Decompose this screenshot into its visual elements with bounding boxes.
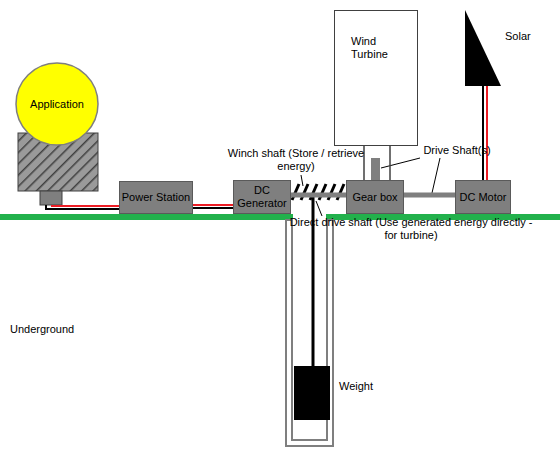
wire-black — [193, 207, 233, 209]
process-box: Power Station — [119, 181, 193, 214]
connector — [483, 86, 487, 180]
wire-black — [482, 86, 484, 180]
wind-turbine-box: Wind Turbine — [334, 10, 418, 146]
annotation-label: Drive Shaft(s) — [412, 144, 502, 157]
weight-outline — [294, 366, 378, 420]
node-label: Weight — [339, 380, 378, 393]
process-box: DC Generator — [233, 180, 291, 214]
wire-red — [486, 86, 488, 180]
process-box: Gear box — [346, 180, 404, 214]
node-label: Gear box — [352, 191, 397, 204]
well-outer — [286, 220, 333, 446]
node-label: DC Generator — [234, 184, 290, 210]
drive-shaft — [291, 193, 346, 198]
node-label: Application — [30, 98, 84, 111]
wire-red — [52, 205, 119, 206]
process-box: DC Motor — [455, 180, 511, 214]
solar-outline — [463, 8, 545, 86]
connector — [46, 146, 119, 209]
node-label: Wind Turbine — [351, 35, 401, 61]
node-label: Power Station — [122, 191, 190, 204]
connector — [364, 146, 390, 180]
gear-peg — [371, 158, 380, 180]
wire-red — [193, 204, 233, 206]
annotation-label: Direct drive shaft (Use generated energy… — [286, 216, 536, 242]
node-label: DC Motor — [459, 191, 506, 204]
wire-anchor — [46, 146, 47, 205]
application-bulb: Application — [15, 62, 99, 146]
bulb-glass — [16, 63, 98, 145]
region-label: Underground — [10, 323, 110, 336]
leader-line — [381, 158, 420, 168]
leader-line — [432, 158, 440, 193]
node-label: Solar — [505, 30, 545, 43]
wire-black — [46, 205, 119, 209]
connector — [291, 195, 346, 196]
solar-triangle — [465, 10, 501, 86]
weight-mass — [294, 366, 330, 420]
weight-block: Weight — [294, 366, 378, 420]
winch-coil — [292, 184, 344, 200]
lamp-cap — [40, 191, 62, 205]
mount-line — [389, 146, 391, 180]
connector — [404, 195, 455, 196]
leader-line — [301, 175, 303, 186]
annotation-label: Winch shaft (Store / retrieve energy) — [226, 147, 366, 173]
drive-shaft — [404, 193, 455, 198]
solar-panel: Solar — [463, 8, 545, 86]
leader-line — [316, 201, 322, 216]
connector — [193, 205, 233, 208]
